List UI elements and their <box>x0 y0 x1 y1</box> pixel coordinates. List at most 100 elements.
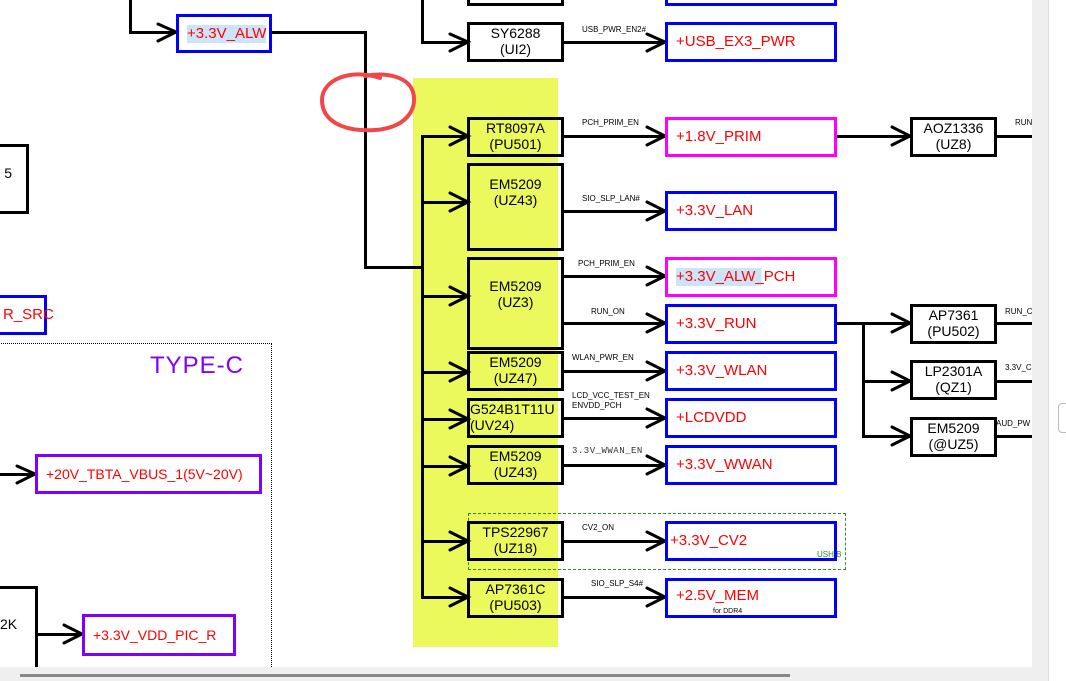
annotation-circle <box>319 72 416 133</box>
rail-box-src[interactable]: R_SRC <box>0 295 54 335</box>
chip-ap7361[interactable]: AP7361 (PU502) <box>910 304 997 344</box>
chip-ref: (UV24) <box>470 417 515 433</box>
rail-box-20v-tbta-vbus[interactable]: +20V_TBTA_VBUS_1(5V~20V) <box>35 454 262 494</box>
chip-ref: (UZ47) <box>493 370 538 386</box>
chip-em5209-uz43-wwan[interactable]: EM5209 (UZ43) <box>467 445 564 485</box>
rail-box-3v3-wwan[interactable]: +3.3V_WWAN <box>665 445 837 485</box>
rail-box-usb-ex3-pwr[interactable]: +USB_EX3_PWR <box>665 22 837 62</box>
rail-label: +3.3V_WWAN <box>676 456 773 473</box>
signal-label: USB_PWR_EN2# <box>582 25 647 34</box>
signal-label: PCH_PRIM_EN <box>582 118 639 127</box>
rail-box-1v8-prim[interactable]: +1.8V_PRIM <box>665 117 837 157</box>
wire <box>35 586 38 667</box>
arrow-icon <box>645 32 669 53</box>
chip-lp2301a[interactable]: LP2301A (QZ1) <box>910 360 997 400</box>
chip-g524b1t11u[interactable]: G524B1T11U (UV24) <box>467 398 564 438</box>
rail-label: +3.3V_RUN <box>676 315 757 332</box>
chip-name: RT8097A <box>486 120 545 136</box>
chip-name: AOZ1336 <box>923 120 984 136</box>
side-panel-button[interactable] <box>1058 403 1066 433</box>
partial-chip-box[interactable]: 5 <box>0 144 29 214</box>
arrow-icon <box>448 455 472 477</box>
wire <box>996 322 1032 325</box>
chip-em5209-uz5[interactable]: EM5209 (@UZ5) <box>910 417 997 457</box>
chip-em5209-uz43-lan[interactable]: EM5209 (UZ43) <box>467 163 564 251</box>
rail-label: +3.3V_WLAN <box>676 362 768 379</box>
rail-box-3v3-run[interactable]: +3.3V_RUN <box>665 304 837 344</box>
arrow-icon <box>645 407 669 429</box>
arrow-icon <box>448 32 472 53</box>
arrow-icon <box>448 408 472 430</box>
chip-ref: (@UZ5) <box>928 436 979 452</box>
chip-sy6288[interactable]: SY6288 (UI2) <box>467 22 564 62</box>
arrow-icon <box>645 125 669 147</box>
arrow-icon <box>448 361 472 383</box>
wire <box>996 435 1032 438</box>
chip-rt8097a[interactable]: RT8097A (PU501) <box>467 117 564 157</box>
signal-label: CV2_ON <box>582 523 615 532</box>
chip-aoz1336[interactable]: AOZ1336 (UZ8) <box>910 117 997 157</box>
rail-box-3v3-alw-pch[interactable]: +3.3V_ALW_PCH <box>665 257 837 297</box>
wire <box>563 41 665 44</box>
arrow-icon <box>645 200 669 222</box>
signal-label: AUD_PW <box>996 419 1031 428</box>
signal-label: ENVDD_PCH <box>572 401 622 410</box>
arrow-icon <box>645 530 669 552</box>
wire <box>421 371 468 374</box>
rail-box-3v3-lan[interactable]: +3.3V_LAN <box>665 191 837 231</box>
wire <box>0 586 37 589</box>
chip-em5209-uz47[interactable]: EM5209 (UZ47) <box>467 351 564 391</box>
rail-box-3v3-cv2[interactable]: +3.3V_CV2 <box>665 521 837 561</box>
cv2-group-note: USH/B <box>817 550 842 559</box>
wire <box>563 464 665 467</box>
rail-box-lcdvdd[interactable]: +LCDVDD <box>665 398 837 438</box>
rail-box-3v3-alw[interactable]: +3.3V_ALW <box>176 14 272 53</box>
wire <box>421 135 424 598</box>
arrow-icon <box>645 312 669 334</box>
chip-name: EM5209 <box>489 176 542 192</box>
chip-ref: (PU501) <box>489 136 542 152</box>
wire <box>421 295 468 298</box>
arrow-icon <box>890 312 914 334</box>
partial-rail-box-top[interactable] <box>665 0 837 6</box>
wire <box>421 465 468 468</box>
wire <box>836 322 910 325</box>
arrow-icon <box>448 191 472 213</box>
highlight-region <box>413 78 558 647</box>
arrow-icon <box>645 360 669 382</box>
type-c-title: TYPE-C <box>150 352 245 379</box>
rail-label: +LCDVDD <box>676 409 747 426</box>
wire <box>421 596 468 599</box>
horizontal-scrollbar[interactable] <box>0 667 1032 681</box>
chip-ref: (UZ3) <box>497 294 534 310</box>
vertical-scrollbar[interactable] <box>1032 0 1048 681</box>
rail-box-3v3-wlan[interactable]: +3.3V_WLAN <box>665 351 837 391</box>
signal-label: RUN_C <box>1005 307 1032 316</box>
schematic-canvas[interactable]: TYPE-C USH/B <box>0 0 1032 667</box>
signal-label: 3.3V_C <box>1005 363 1032 372</box>
chip-name: SY6288 <box>490 25 541 41</box>
arrow-icon <box>890 125 914 147</box>
signal-label: PCH_PRIM_EN <box>578 259 635 268</box>
chip-name: AP7361C <box>485 581 546 597</box>
arrow-icon <box>448 285 472 307</box>
arrow-icon <box>448 530 472 552</box>
chip-em5209-uz3[interactable]: EM5209 (UZ3) <box>467 257 564 350</box>
rail-label: +2.5V_MEM <box>676 587 759 604</box>
rail-box-3v3-vdd-pic[interactable]: +3.3V_VDD_PIC_R <box>82 614 236 656</box>
chip-label: 5 <box>4 165 12 181</box>
chip-ref: (PU503) <box>489 597 542 613</box>
partial-chip-box-top[interactable] <box>467 0 564 6</box>
wire <box>421 0 424 44</box>
wire <box>563 322 665 325</box>
rail-box-2v5-mem[interactable]: +2.5V_MEM <box>665 578 837 618</box>
chip-tps22967[interactable]: TPS22967 (UZ18) <box>467 521 564 561</box>
wire <box>421 135 468 138</box>
horizontal-scrollbar-thumb[interactable] <box>20 674 790 677</box>
wire <box>421 540 468 543</box>
chip-ap7361c[interactable]: AP7361C (PU503) <box>467 578 564 618</box>
arrow-icon <box>15 464 39 485</box>
signal-label: RUN_ON <box>591 307 625 316</box>
rail-label: +3.3V_ALW <box>187 24 267 43</box>
arrow-icon <box>156 22 180 43</box>
